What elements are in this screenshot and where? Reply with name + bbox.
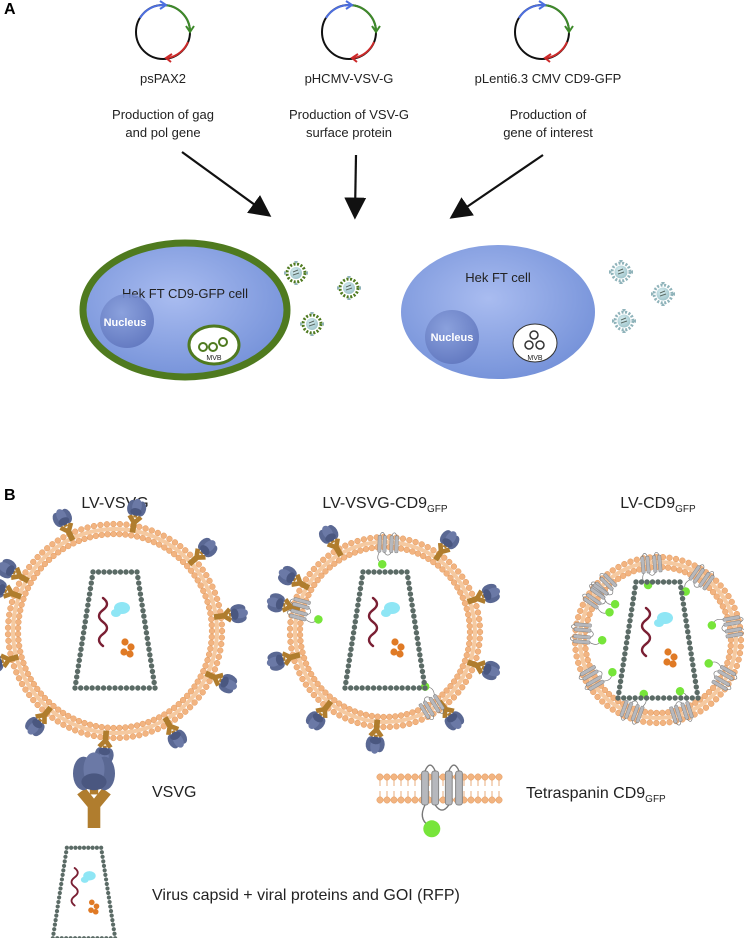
plasmid-name: pLenti6.3 CMV CD9-GFP [475,71,622,86]
plasmid-desc-line2: and pol gene [125,125,200,140]
particle-title-lv-cd9: LV-CD9GFP [620,495,696,515]
plasmid-phcmv-vsvg: pHCMV-VSV-G Production of VSV-G surface … [289,0,409,140]
cell-hek-cd9gfp: Hek FT CD9-GFP cell Nucleus MVB [79,239,291,381]
virions-green [284,261,361,336]
capsid [72,569,158,691]
arrows [181,151,544,220]
nucleus-label: Nucleus [431,332,474,344]
vsvg-icon [73,752,115,828]
particle-lv-cd9gfp [569,551,744,727]
mvb-white: MVB [512,323,558,363]
plasmid-circle-icon [135,0,195,63]
nucleus [425,310,479,364]
plasmid-name: psPAX2 [140,71,186,86]
legend-vsvg: VSVG [73,752,196,828]
arrow-3 [449,154,544,219]
legend-vsvg-label: VSVG [152,784,196,801]
cell-hek-ft: Hek FT cell Nucleus MVB [401,245,595,379]
capsid-icon [50,845,118,938]
capsid [342,569,428,691]
nucleus [100,294,154,348]
plasmid-desc-line1: Production of VSV-G [289,107,409,122]
particle-title-lv-vsvg-cd9: LV-VSVG-CD9GFP [322,495,448,515]
nucleus-label: Nucleus [104,317,147,329]
legend-capsid: Virus capsid + viral proteins and GOI (R… [50,845,460,938]
membrane-segment [376,773,503,804]
plasmid-circle-icon [321,0,381,63]
tetraspanin [706,614,744,642]
cell-title: Hek FT CD9-GFP cell [122,286,248,301]
plasmid-pspax2: psPAX2 Production of gag and pol gene [112,0,214,140]
plasmid-desc-line2: gene of interest [503,125,593,140]
legend-capsid-label: Virus capsid + viral proteins and GOI (R… [152,887,460,904]
plasmid-desc-line2: surface protein [306,125,392,140]
virions-plain [607,258,677,335]
panel-a-label: A [4,1,16,18]
particle-lv-vsvg-cd9gfp [264,521,504,755]
legend-tetraspanin: Tetraspanin CD9GFP [376,764,666,839]
plasmid-desc-line1: Production of [510,107,587,122]
arrow-1 [181,151,272,217]
membrane [4,520,226,742]
mvb-label: MVB [527,355,543,362]
panel-b-label: B [4,487,16,504]
plasmid-name: pHCMV-VSV-G [305,71,394,86]
plasmid-plenti-cd9gfp: pLenti6.3 CMV CD9-GFP Production of gene… [475,0,622,140]
mvb-label: MVB [206,355,222,362]
mvb-green: MVB [187,324,241,366]
cell-title: Hek FT cell [465,270,531,285]
particle-lv-vsvg [0,497,250,766]
tetraspanins [285,531,447,723]
arrow-2 [344,154,367,220]
plasmid-desc-line1: Production of gag [112,107,214,122]
legend-tetraspanin-label: Tetraspanin CD9GFP [526,785,666,805]
capsid [615,579,701,701]
plasmid-circle-icon [514,0,574,63]
